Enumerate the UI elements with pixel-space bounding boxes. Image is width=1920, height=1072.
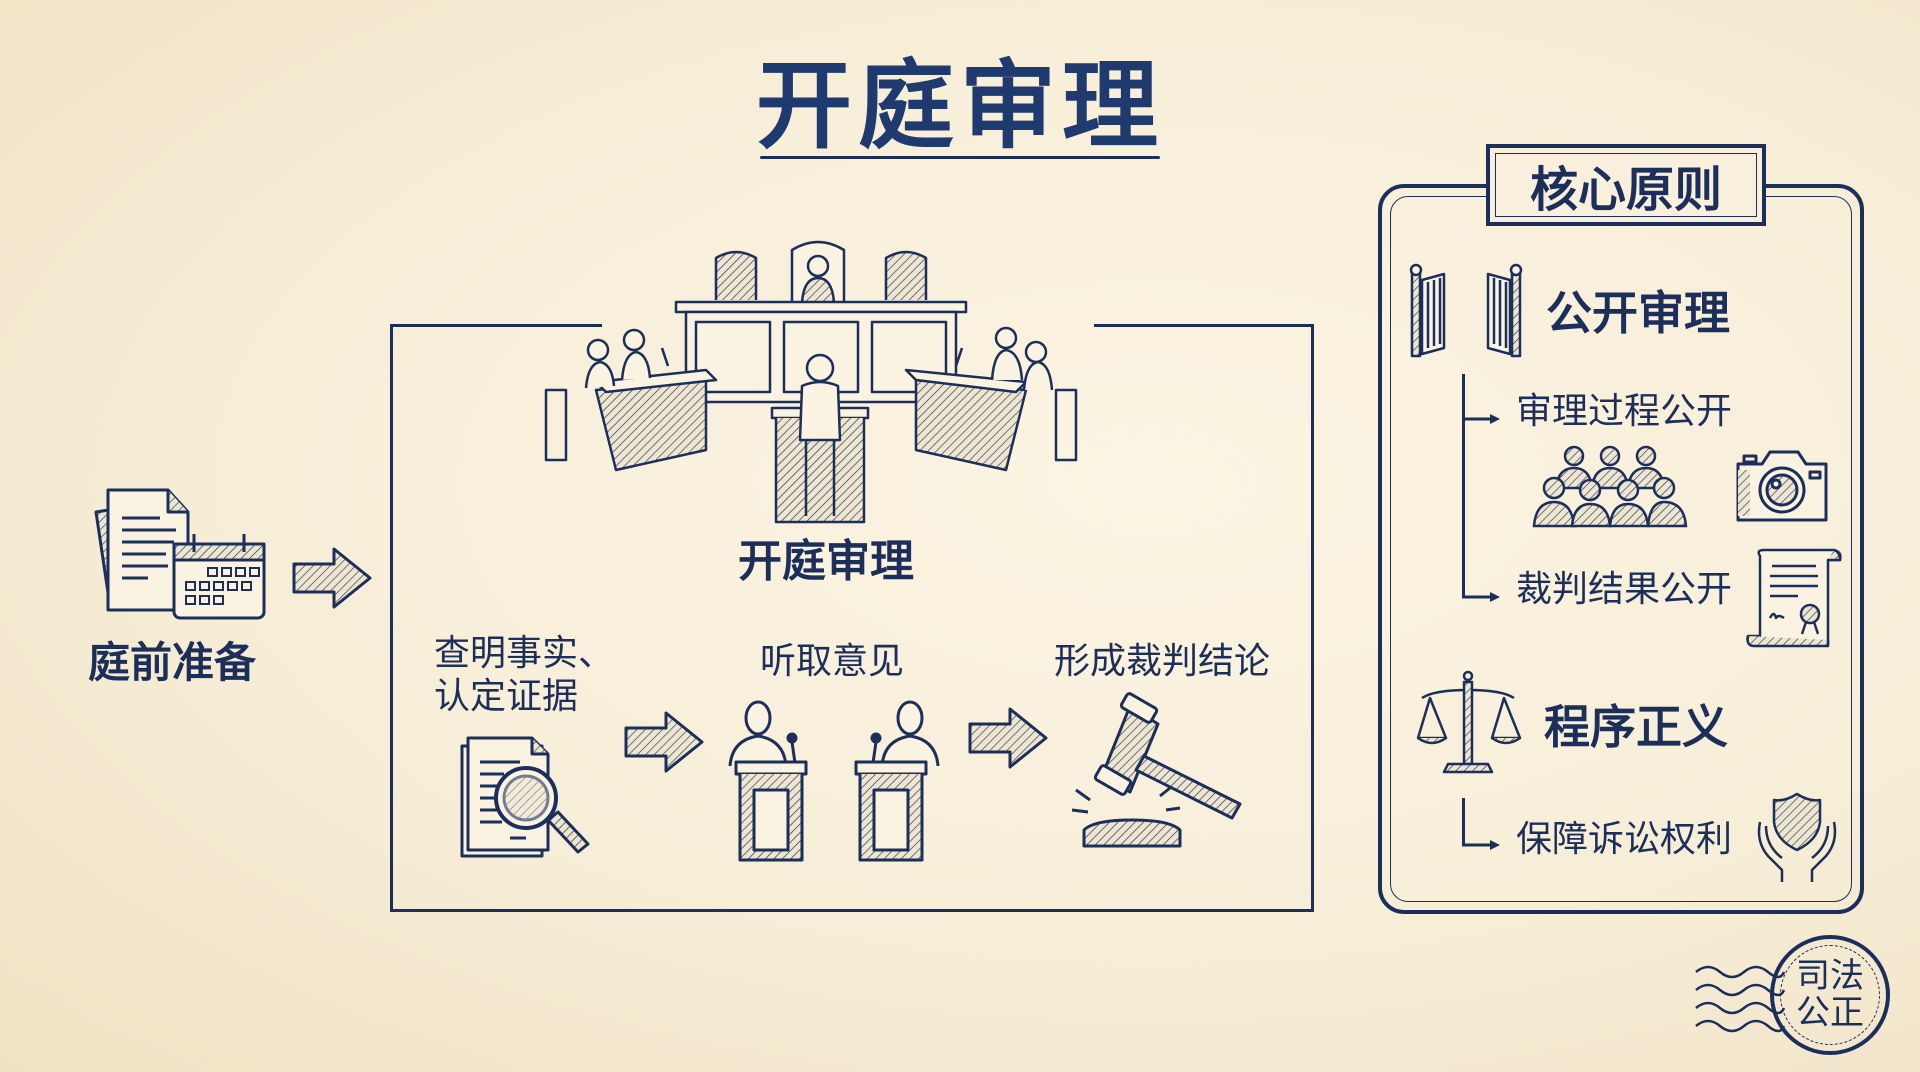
branch-arrow-icon: [1462, 588, 1502, 607]
tree-connector: [1462, 798, 1465, 844]
open-doors-icon: [1406, 263, 1526, 364]
principle-heading-open-trial: 公开审理: [1546, 286, 1730, 340]
arrow-right-icon: [622, 710, 706, 778]
trial-stage-label: 开庭审理: [738, 536, 914, 587]
camera-icon: [1734, 448, 1830, 528]
item-protect-litigation-rights: 保障诉讼权利: [1516, 819, 1733, 860]
hands-shield-icon: [1752, 792, 1842, 888]
document-magnifier-icon: [460, 732, 610, 866]
gavel-icon: [1070, 692, 1270, 854]
documents-calendar-icon: [88, 482, 268, 622]
trial-stage-frame: [390, 326, 1314, 912]
main-box-border: [1094, 324, 1314, 327]
step-2-label: 听取意见: [760, 641, 905, 682]
arrow-right-icon: [966, 706, 1050, 774]
tree-connector: [1462, 374, 1465, 598]
branch-arrow-icon: [1462, 836, 1502, 855]
pre-trial-label: 庭前准备: [88, 638, 257, 687]
page-title: 开庭审理: [756, 49, 1164, 162]
step-3-label: 形成裁判结论: [1054, 641, 1271, 682]
title-underline: [760, 156, 1160, 159]
scales-of-justice-icon: [1414, 668, 1524, 782]
principle-heading-procedural-justice: 程序正义: [1544, 700, 1728, 754]
item-trial-process-public: 审理过程公开: [1516, 391, 1733, 432]
debate-podiums-icon: [724, 696, 944, 870]
step-1-label: 查明事实、 认定证据: [434, 633, 615, 718]
certificate-scroll-icon: [1744, 548, 1844, 656]
audience-icon: [1532, 445, 1692, 534]
courtroom-illustration: [536, 240, 1096, 530]
justice-seal-stamp: 司法 公正: [1770, 935, 1890, 1055]
main-box-border: [390, 324, 602, 327]
item-verdict-public: 裁判结果公开: [1516, 569, 1733, 610]
arrow-right-icon: [290, 546, 374, 614]
principles-title: 核心原则: [1486, 144, 1766, 226]
branch-arrow-icon: [1462, 410, 1502, 429]
